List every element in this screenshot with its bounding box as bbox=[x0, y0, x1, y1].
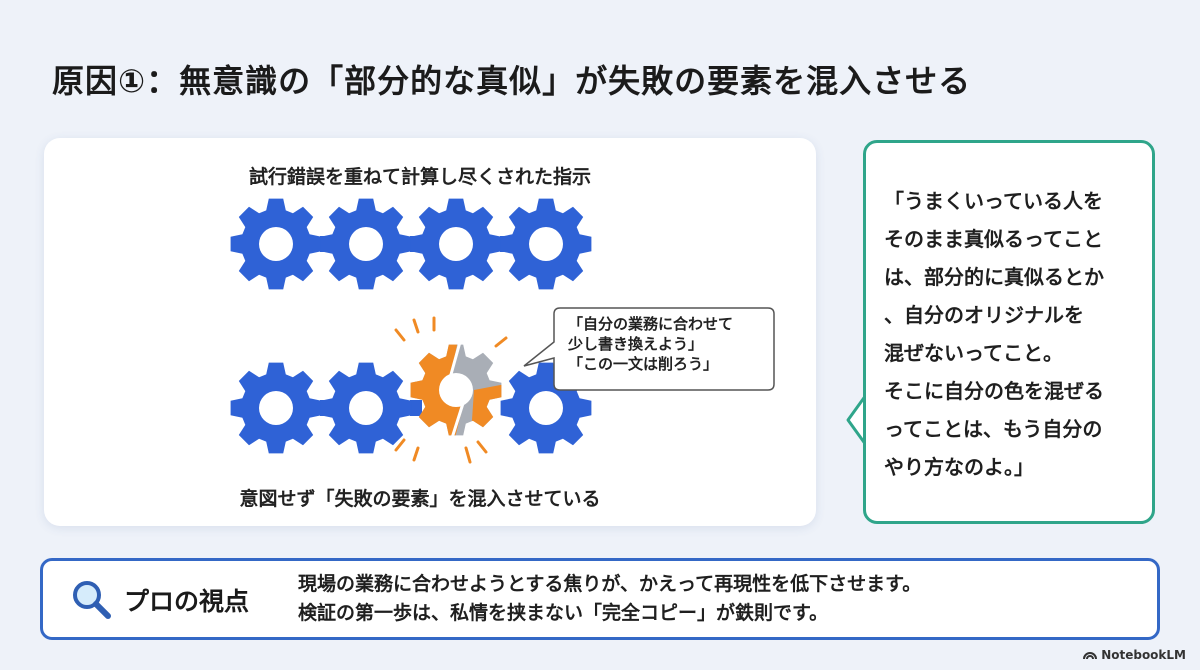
pro-tip-label: プロの視点 bbox=[124, 587, 250, 616]
burst-lines bbox=[394, 316, 508, 464]
pro-tip-text: 現場の業務に合わせようとする焦りが、かえって再現性を低下させます。 検証の第一歩… bbox=[298, 570, 921, 628]
notebooklm-logo-icon bbox=[1083, 652, 1098, 660]
top-caption: 試行錯誤を重ねて計算し尽くされた指示 bbox=[248, 166, 591, 188]
quote-line: ってことは、もう自分の bbox=[884, 417, 1103, 441]
quote-line: 、自分のオリジナルを bbox=[884, 303, 1084, 327]
gear-icon bbox=[500, 198, 592, 290]
quote-text: 「うまくいっている人を そのまま真似るってこと は、部分的に真似るとか 、自分の… bbox=[884, 182, 1146, 486]
quote-line: は、部分的に真似るとか bbox=[884, 265, 1104, 289]
pro-tip-line: 現場の業務に合わせようとする焦りが、かえって再現性を低下させます。 bbox=[298, 573, 922, 595]
broken-gear-icon bbox=[410, 341, 502, 439]
quote-box bbox=[863, 140, 1155, 524]
quote-line: 「うまくいっている人を bbox=[884, 189, 1103, 213]
page-title: 原因①：無意識の「部分的な真似」が失敗の要素を混入させる bbox=[52, 62, 972, 100]
bubble-line: 少し書き換えよう」 bbox=[568, 335, 704, 353]
bubble-line: 「この一文は削ろう」 bbox=[568, 355, 719, 373]
bubble-line: 「自分の業務に合わせて bbox=[568, 315, 734, 333]
pro-tip-line: 検証の第一歩は、私情を挟まない「完全コピー」が鉄則です。 bbox=[298, 602, 829, 624]
speech-bubble-text: 「自分の業務に合わせて 少し書き換えよう」 「この一文は削ろう」 bbox=[568, 314, 758, 374]
quote-line: そのまま真似るってこと bbox=[884, 227, 1103, 251]
brand-mark: NotebookLM bbox=[1083, 648, 1186, 662]
pro-tip-box bbox=[40, 558, 1160, 640]
magnifier-icon bbox=[73, 581, 111, 619]
quote-line: やり方なのよ。」 bbox=[884, 455, 1034, 479]
quote-pointer bbox=[846, 394, 868, 446]
bottom-caption: 意図せず「失敗の要素」を混入させている bbox=[239, 488, 601, 510]
gear-icon bbox=[230, 362, 322, 454]
quote-line: そこに自分の色を混ぜる bbox=[884, 379, 1104, 403]
gear-icon bbox=[410, 198, 502, 290]
gear-icon bbox=[320, 198, 412, 290]
gear-icon bbox=[230, 198, 322, 290]
gear-connector bbox=[410, 400, 422, 416]
gear-icon bbox=[320, 362, 412, 454]
speech-bubble bbox=[523, 307, 775, 391]
brand-name: NotebookLM bbox=[1101, 648, 1186, 662]
quote-line: 混ぜないってこと。 bbox=[884, 341, 1063, 365]
